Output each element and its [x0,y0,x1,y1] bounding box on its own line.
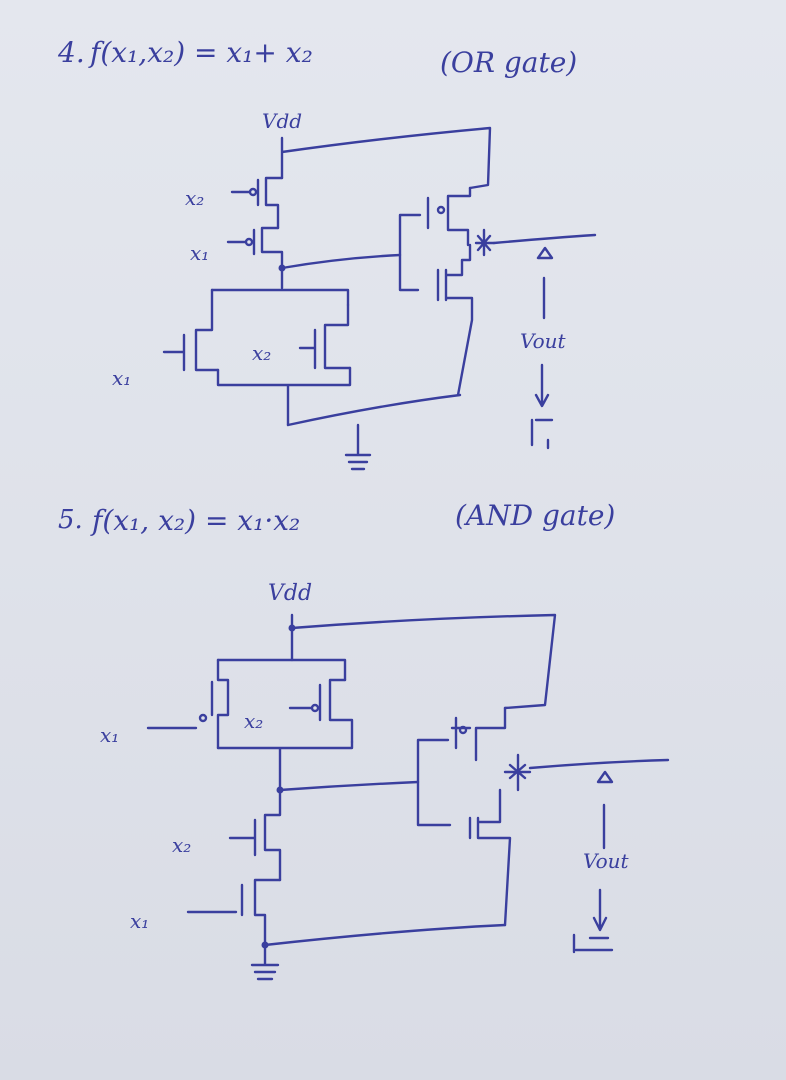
or-gate-problem: 4. f(x₁,x₂) = x₁+ x₂ (OR gate) Vdd x₂ x₁… [57,36,597,471]
and-pullup-join [216,740,354,792]
or-pullup-bottom-input: x₁ [190,241,209,265]
or-nmos-x1-gate [162,333,186,372]
and-pmos-x1-gate [146,680,214,730]
and-vdd-rail [290,613,557,710]
and-vout-top-arrow [596,770,614,850]
or-nmos-join [216,366,352,427]
and-pmos-x1-bubble [198,713,208,723]
problem-4-gate-name: (OR gate) [440,46,577,79]
or-pullup-top-input: x₂ [185,186,204,210]
or-pmos-x2-gate [230,178,260,207]
and-vout-bottom-arrow [572,888,614,954]
and-gate-problem: 5. f(x₁, x₂) = x₁·x₂ (AND gate) Vdd x₁ x… [58,499,670,981]
and-pullup-top-bus [216,658,347,682]
or-output-node [474,228,496,257]
problem-5-number: 5. [58,505,83,535]
and-nmos-x1-gate [186,883,244,917]
or-node-wires [210,253,402,307]
and-node-wire [278,780,420,792]
or-nmos-x1 [194,288,220,372]
and-pmos-x2-gate [288,683,322,722]
problem-4-vdd-label: Vdd [262,109,302,133]
and-output-node [503,753,532,792]
problem-5-vdd-label: Vdd [268,581,312,606]
or-vout-bottom-arrow [530,363,554,450]
and-pulldown-bottom-input: x₁ [130,909,149,933]
or-pmos-x2-bubble [248,187,258,197]
and-pulldown-top-input: x₂ [172,833,191,857]
or-vout-label: Vout [520,329,567,353]
or-pmos-x1 [260,226,284,270]
problem-4-number: 4. [57,36,85,69]
and-inverter-pmos-bubble [458,725,468,735]
and-vout-label: Vout [583,849,630,873]
problem-5-gate-name: (AND gate) [455,499,615,532]
and-output-inverter [416,706,512,927]
or-vdd-rail [280,126,492,190]
and-nmos-x2-gate [228,818,257,857]
or-pmos-x1-gate [226,228,256,256]
or-inverter-pmos-bubble [436,205,446,215]
and-pullup-right-input: x₂ [244,709,263,733]
or-nmos-x2-gate [298,328,317,370]
problem-5-function: f(x₁, x₂) = x₁·x₂ [90,504,300,537]
or-pmos-x2 [264,176,284,230]
or-vout-top-arrow [536,246,554,320]
or-ground-symbol [286,393,462,471]
and-ground-symbol [250,923,507,981]
or-pulldown-right-input: x₂ [252,341,271,365]
problem-4-function: f(x₁,x₂) = x₁+ x₂ [88,36,313,69]
and-pmos-x2-bubble [310,703,320,713]
or-output-wire [492,233,597,245]
or-output-inverter [398,186,474,397]
or-pmos-x1-bubble [244,237,254,247]
and-output-wire [528,758,670,770]
and-pmos-x1 [216,658,230,750]
and-pullup-left-input: x₁ [100,723,119,747]
or-nmos-x2 [323,303,352,370]
and-pmos-x2 [328,678,354,744]
or-pulldown-left-input: x₁ [112,366,131,390]
and-nmos-x1 [253,878,282,947]
and-nmos-x2 [263,788,282,882]
